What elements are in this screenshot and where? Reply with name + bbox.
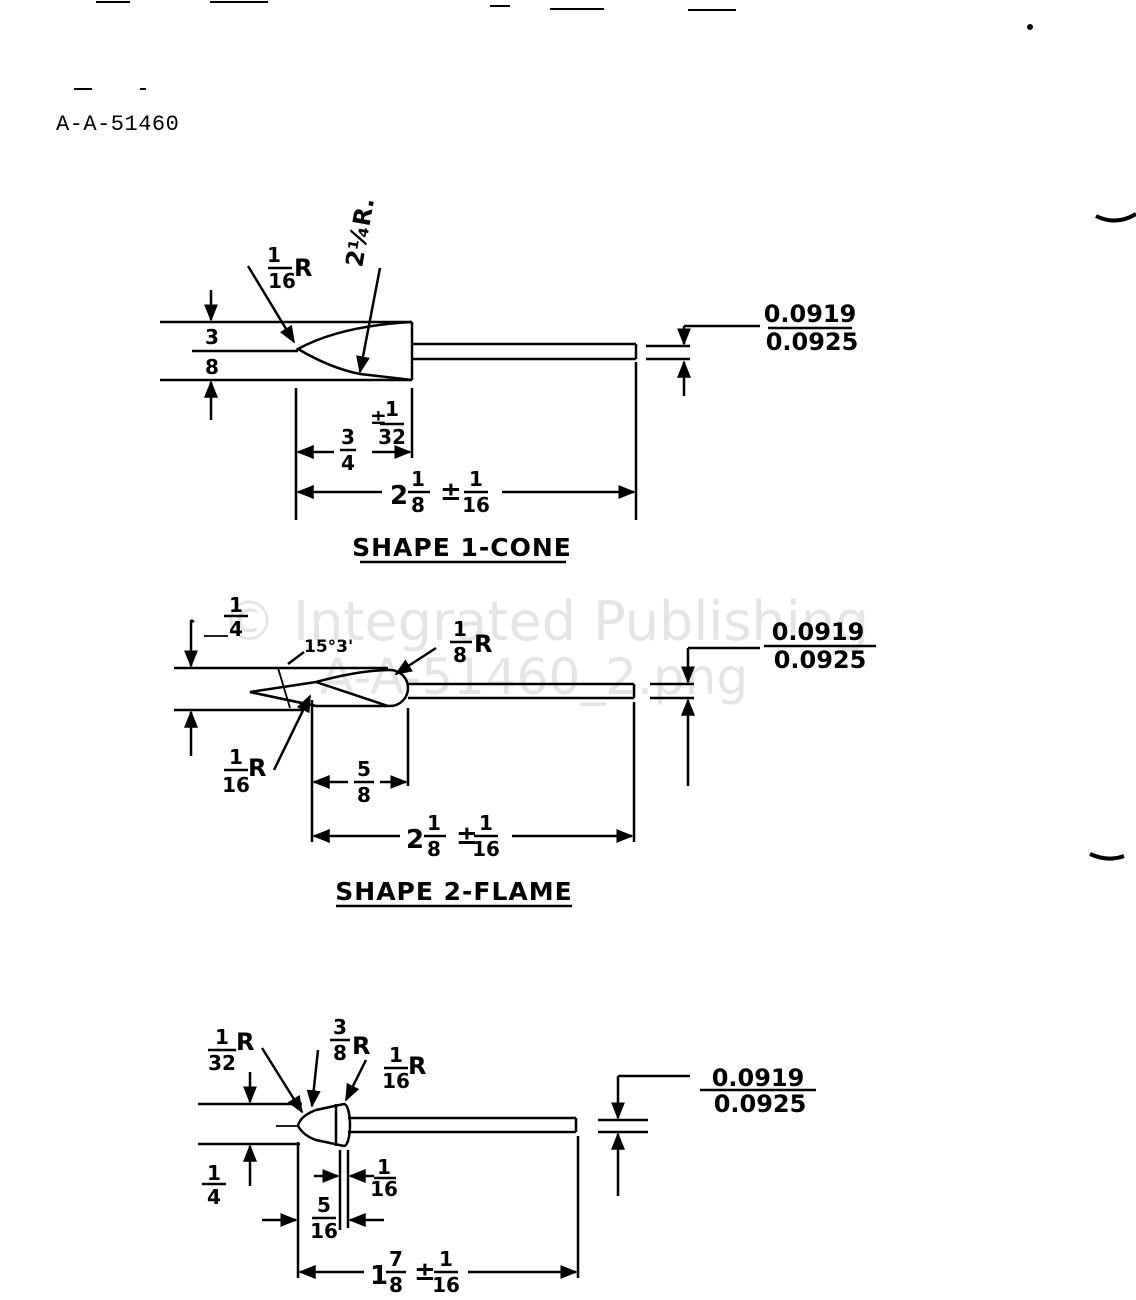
shape1-overall-whole: 2 bbox=[390, 481, 408, 511]
scan-artifacts bbox=[74, 1, 1136, 861]
shape3-overall-whole: 1 bbox=[370, 1261, 388, 1291]
shape2-radius-tip-den: 16 bbox=[222, 773, 250, 797]
shape3-overall-tol: ± bbox=[414, 1257, 436, 1287]
shape2-head-dia-num: 1 bbox=[229, 593, 243, 617]
shape3-outline bbox=[198, 1047, 816, 1279]
shape2-overall-tol: ± bbox=[456, 821, 478, 851]
shape3-overall-tol-num: 1 bbox=[439, 1247, 453, 1271]
shape3-end-length-num: 1 bbox=[377, 1155, 391, 1179]
shape3-drawing: 1 32 R 3 8 R 1 16 R 1 4 1 16 5 16 1 7 8 … bbox=[198, 1015, 816, 1297]
shape3-head-dia-num: 1 bbox=[207, 1161, 221, 1185]
shape2-radius-end-num: 1 bbox=[453, 617, 467, 641]
shape2-head-length-den: 8 bbox=[357, 783, 371, 807]
shape1-head-length-tol-den: 32 bbox=[378, 425, 406, 449]
shape2-overall-tol-den: 16 bbox=[472, 837, 500, 861]
shape1-head-length-tol-num: 1 bbox=[385, 397, 399, 421]
shape1-shank-dia-max: 0.0919 bbox=[764, 300, 857, 328]
shape1-head-length-num: 3 bbox=[341, 425, 355, 449]
shape2-outline bbox=[174, 618, 876, 908]
shape2-caption: SHAPE 2-FLAME bbox=[335, 877, 572, 906]
shape1-radius-tip-suffix: R bbox=[294, 254, 312, 282]
shape3-radius-mid-suffix: R bbox=[352, 1032, 370, 1060]
shape3-shank-dia-min: 0.0925 bbox=[714, 1090, 807, 1118]
shape1-head-dia-num: 3 bbox=[205, 325, 219, 349]
shape3-overall-num: 7 bbox=[389, 1247, 403, 1271]
shape3-head-length-den: 16 bbox=[310, 1219, 338, 1243]
shape2-overall-tol-num: 1 bbox=[479, 811, 493, 835]
shape1-overall-num: 1 bbox=[411, 467, 425, 491]
shape2-shank-dia-max: 0.0919 bbox=[772, 618, 865, 646]
shape1-overall-tol-den: 16 bbox=[462, 493, 490, 517]
shape1-overall-tol-num: 1 bbox=[469, 467, 483, 491]
shape2-radius-tip-suffix: R bbox=[248, 754, 266, 782]
shape2-overall-num: 1 bbox=[427, 811, 441, 835]
shape1-caption: SHAPE 1-CONE bbox=[352, 533, 572, 562]
shape1-overall-den: 8 bbox=[411, 493, 425, 517]
shape2-overall-whole: 2 bbox=[406, 825, 424, 855]
shape3-overall-tol-den: 16 bbox=[432, 1273, 460, 1297]
shape2-flame-drawing: 1 4 15°3' 1 8 R 1 16 R 5 8 2 1 8 ± 1 16 … bbox=[174, 593, 876, 908]
shape3-radius-tip-num: 1 bbox=[215, 1025, 229, 1049]
shape3-radius-mid-den: 8 bbox=[333, 1041, 347, 1065]
shape3-radius-tip-suffix: R bbox=[236, 1028, 254, 1056]
shape3-head-length-num: 5 bbox=[317, 1193, 331, 1217]
shape1-shank-dia-min: 0.0925 bbox=[766, 328, 859, 356]
shape2-angle: 15°3' bbox=[304, 637, 353, 657]
shape2-radius-tip-num: 1 bbox=[229, 745, 243, 769]
shape1-radius-tip-den: 16 bbox=[268, 269, 296, 293]
shape1-radius-side: 2¼R. bbox=[340, 196, 380, 269]
shape1-radius-tip-num: 1 bbox=[267, 243, 281, 267]
shape3-head-dia-den: 4 bbox=[207, 1185, 221, 1209]
shape3-radius-end-num: 1 bbox=[389, 1043, 403, 1067]
shape3-end-length-den: 16 bbox=[370, 1177, 398, 1201]
shape2-head-dia-den: 4 bbox=[229, 617, 243, 641]
shape3-radius-tip-den: 32 bbox=[208, 1051, 236, 1075]
shape1-head-length-den: 4 bbox=[341, 451, 355, 475]
shape3-radius-end-den: 16 bbox=[382, 1069, 410, 1093]
shape1-cone-drawing: 1 16 R 2¼R. 3 8 3 4 ± 1 32 2 1 8 ± 1 16 … bbox=[160, 196, 859, 564]
shape3-overall-den: 8 bbox=[389, 1273, 403, 1297]
shape2-overall-den: 8 bbox=[427, 837, 441, 861]
shape2-shank-dia-min: 0.0925 bbox=[774, 646, 867, 674]
shape3-shank-dia-max: 0.0919 bbox=[712, 1064, 805, 1092]
shape3-radius-mid-num: 3 bbox=[333, 1015, 347, 1039]
shape2-radius-end-den: 8 bbox=[453, 643, 467, 667]
shape1-overall-tol: ± bbox=[440, 477, 462, 507]
shape1-outline bbox=[160, 265, 852, 564]
shape3-radius-end-suffix: R bbox=[408, 1052, 426, 1080]
shape1-head-dia-den: 8 bbox=[205, 355, 219, 379]
shape2-radius-end-suffix: R bbox=[474, 630, 492, 658]
document-id: A-A-51460 bbox=[56, 112, 180, 137]
shape2-head-length-num: 5 bbox=[357, 757, 371, 781]
